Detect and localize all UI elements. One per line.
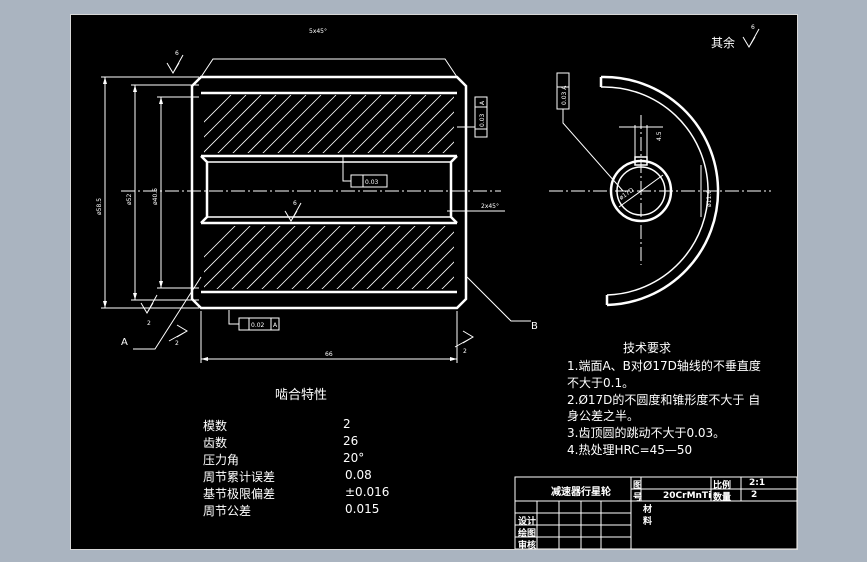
requirement-line: 不大于0.1。: [567, 376, 635, 390]
requirements-title: 技术要求: [623, 341, 672, 355]
dim-total-length: 66: [325, 351, 333, 358]
prop-value: 20°: [343, 451, 365, 465]
rough-br-value: 2: [463, 348, 467, 355]
side-dim-a: 4.5: [656, 131, 663, 141]
designer-label: 设计: [518, 517, 537, 527]
requirement-line: 4.热处理HRC=45—50: [567, 443, 693, 457]
dim-bore-diameter: ø40.5: [152, 188, 159, 205]
fcf-runout-datum: A: [479, 100, 486, 105]
scale-value: 2:1: [749, 478, 766, 488]
label-B: B: [531, 321, 538, 332]
dim-chamfer: 2x45°: [481, 203, 499, 210]
side-dim-b: ø11.6: [706, 190, 713, 207]
fcf-runout-box: [474, 96, 488, 138]
checker-label: 审核: [518, 541, 537, 551]
drawing-sheet: 5x45° 66 ø58.5 ø52 ø40.5 2x45° 0.03 A 0.…: [70, 14, 798, 551]
side-view-outer-arc: [600, 75, 720, 307]
bore-right-chamfer: [449, 155, 458, 224]
label-A: A: [121, 337, 128, 348]
bore-left-chamfer: [200, 155, 209, 224]
prop-value: ±0.016: [345, 485, 390, 499]
gear-outline: [190, 75, 468, 310]
prop-value: 0.015: [345, 502, 380, 516]
side-view-inner-arc: [600, 86, 709, 296]
title-cell-cai: 材: [643, 505, 653, 515]
prop-name: 基节极限偏差: [203, 487, 276, 501]
roughness-symbol-left: [140, 294, 158, 314]
leader-A: [133, 276, 202, 350]
title-cell-hao: 号: [633, 493, 643, 503]
drafter-label: 绘图: [518, 529, 537, 539]
dim-root-diameter: ø52: [126, 194, 133, 205]
side-fcf-value: 0.03 A: [561, 85, 568, 105]
fcf-cyl-leader: [342, 156, 351, 182]
rough-bl-value: 2: [175, 340, 179, 347]
prop-name: 齿数: [203, 436, 228, 450]
prop-name: 周节公差: [203, 504, 252, 518]
fcf-runout-value: 0.03: [479, 113, 486, 127]
fcf-perp-value: 0.02: [251, 322, 265, 329]
requirement-line: 1.端面A、B对Ø17D轴线的不垂直度: [567, 359, 761, 373]
fcf-perp-datum: A: [273, 322, 278, 329]
side-dim-leader: [618, 174, 664, 208]
prop-name: 模数: [203, 419, 228, 433]
section-hatch-bottom: [204, 226, 454, 289]
scale-label: 比例: [713, 481, 732, 491]
roughness-symbol-br: [454, 330, 474, 348]
title-block-lines: [514, 476, 797, 549]
rough-mid-value: 6: [293, 200, 297, 207]
prop-value: 0.08: [345, 468, 372, 482]
dim-top-chamfer: 5x45°: [309, 28, 327, 35]
rough-left-value: 2: [147, 320, 151, 327]
requirement-line: 身公差之半。: [567, 409, 640, 423]
rough-other-value: 6: [751, 24, 755, 31]
requirement-line: 3.齿顶圆的跳动不大于0.03。: [567, 426, 726, 440]
roughness-symbol-other: [742, 28, 760, 48]
rough-top-value: 6: [175, 50, 179, 57]
top-boss: [200, 58, 458, 78]
fcf-perp-leader: [228, 310, 239, 325]
roughness-symbol-top: [166, 54, 184, 74]
qty-label: 数量: [713, 493, 732, 503]
prop-name: 压力角: [203, 453, 240, 467]
qty-value: 2: [751, 490, 758, 500]
material-value: 20CrMnTi: [663, 491, 712, 501]
leader-B: [466, 276, 531, 322]
prop-value: 2: [343, 417, 351, 431]
title-cell-tu: 图: [633, 481, 643, 491]
roughness-symbol-mid: [284, 202, 302, 222]
part-name: 减速器行星轮: [551, 487, 611, 498]
technical-drawing: 5x45° 66 ø58.5 ø52 ø40.5 2x45° 0.03 A 0.…: [96, 24, 797, 549]
side-fcf-leader: [562, 109, 624, 192]
title-cell-liao: 料: [643, 517, 653, 527]
prop-name: 周节累计误差: [203, 470, 276, 484]
dim-outer-diameter: ø58.5: [96, 198, 103, 215]
other-roughness-label: 其余: [711, 36, 736, 50]
mesh-properties-title: 啮合特性: [275, 388, 328, 403]
section-hatch-top: [204, 95, 454, 153]
requirement-line: 2.Ø17D的不圆度和锥形度不大于 自: [567, 393, 761, 407]
fcf-cyl-value: 0.03: [365, 179, 379, 186]
roughness-symbol-bl: [168, 324, 188, 342]
prop-value: 26: [343, 434, 359, 448]
